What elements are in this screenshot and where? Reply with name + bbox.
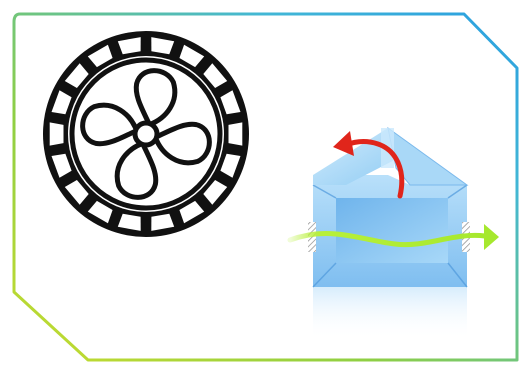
house-reflection xyxy=(313,287,467,340)
ventilation-fan-icon xyxy=(43,31,249,237)
fan-grille-slot xyxy=(229,122,243,145)
fan-hub xyxy=(135,123,157,145)
house-airflow-icon xyxy=(290,128,499,340)
airflow-out-arrowhead xyxy=(333,131,354,156)
house-interior xyxy=(336,198,448,263)
fan-grille-slot xyxy=(50,122,64,145)
airflow-through-arrowhead xyxy=(484,224,499,250)
